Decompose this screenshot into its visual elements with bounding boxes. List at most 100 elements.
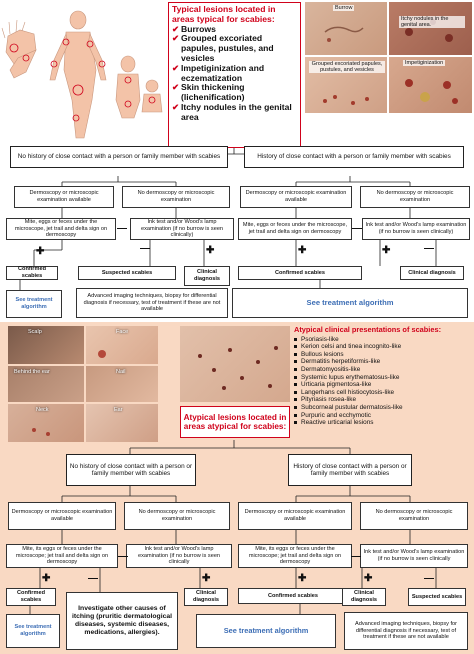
flow2-dermo-text: Dermoscopy or microscopic examination av… <box>11 509 113 522</box>
flow1-mite-text: Mite, eggs or feces under the microscope… <box>14 219 108 239</box>
atypical-lesions-title: Atypical lesions located in areas atypic… <box>183 412 287 431</box>
photo-label-nodules: Itchy nodules in the genital area. <box>399 16 465 29</box>
minus-sign: — <box>88 573 98 584</box>
flow2-no-history-box: No history of close contact with a perso… <box>66 454 196 486</box>
flow2-investigate: Investigate other causes of itching (pru… <box>66 592 178 650</box>
flow1-mite-left: Mite, eggs or feces under the microscope… <box>6 218 116 240</box>
flow1-no-history-text: No history of close contact with a perso… <box>17 153 221 161</box>
presentation-item: Pityriasis rosea-like <box>294 396 468 404</box>
flow2-clinical-left: Clinical diagnosis <box>184 588 228 606</box>
flow1-see-treatment-left[interactable]: See treatment algorithm <box>6 290 62 318</box>
minus-sign: — <box>424 243 434 254</box>
flow2-mite-right: Mite, its eggs or feces under the micros… <box>238 544 352 568</box>
photo-genital-nodules: Itchy nodules in the genital area. <box>389 2 472 55</box>
flow2-dermo-text: Dermoscopy or microscopic examination av… <box>244 509 346 522</box>
flow2-no-dermo-right: No dermoscopy or microscopic examination <box>360 502 468 530</box>
minus-sign: — <box>352 223 362 234</box>
minus-sign: — <box>117 223 127 234</box>
photo-face: Face <box>86 326 158 364</box>
flow1-no-dermo-left: No dermoscopy or microscopic examination <box>122 186 230 208</box>
flow2-no-dermo-text: No dermoscopy or microscopic examination <box>375 509 453 522</box>
plus-sign: ✚ <box>42 573 51 584</box>
plus-sign: ✚ <box>202 573 211 584</box>
flow2-history-text: History of close contact with a person o… <box>293 462 407 477</box>
plus-sign: ✚ <box>364 573 373 584</box>
presentation-item: Subcorneal pustular dermatosis-like <box>294 404 468 412</box>
photo-burrow: Burrow <box>305 2 387 55</box>
flow2-confirmed-text: Confirmed scabies <box>17 590 45 603</box>
flow2-no-dermo-left: No dermoscopy or microscopic examination <box>124 502 230 530</box>
flow1-clinical-text: Clinical diagnosis <box>408 269 456 276</box>
plus-sign: ✚ <box>36 246 45 257</box>
flow1-confirmed-right: Confirmed scabies <box>238 266 362 280</box>
minus-sign: — <box>118 551 128 562</box>
atypical-presentations-title: Atypical clinical presentations of scabi… <box>294 325 442 334</box>
photo-impetiginization: Impetiginization <box>389 57 472 113</box>
flow2-clinical-right: Clinical diagnosis <box>342 588 386 606</box>
photo-label-papules: Grouped excoriated papules, pustules, an… <box>309 61 385 74</box>
photo-label-ear: Ear <box>114 407 123 413</box>
flow2-mite-text: Mite, its eggs or feces under the micros… <box>15 546 109 566</box>
flow2-ink-left: Ink test and/or Wood's lamp examination … <box>126 544 232 568</box>
photo-nail: Nail <box>86 366 158 402</box>
plus-sign: ✚ <box>298 245 307 256</box>
flow2-see-treatment-link[interactable]: See treatment algorithm <box>14 624 52 637</box>
flow2-advanced-text: Advanced imaging techniques, biopsy for … <box>355 621 457 641</box>
flow2-suspected: Suspected scabies <box>408 588 466 606</box>
photo-ear: Ear <box>86 404 158 442</box>
flow1-suspected-text: Suspected scabies <box>101 269 153 276</box>
presentation-item: Psoriasis-like <box>294 336 468 344</box>
typical-item: Skin thickening (lichenification) <box>172 83 297 103</box>
presentation-item: Reactive urticarial lesions <box>294 419 468 427</box>
flow1-dermo-available-right: Dermoscopy or microscopic examination av… <box>240 186 352 208</box>
atypical-presentations-list: Psoriasis-like Kerion celsi and tinea in… <box>294 336 468 427</box>
minus-sign: — <box>351 551 361 562</box>
flow1-clinical-right: Clinical diagnosis <box>400 266 464 280</box>
photo-behind-ear: Behind the ear <box>8 366 84 402</box>
flow1-history-box: History of close contact with a person o… <box>244 146 464 168</box>
atypical-lesions-box: Atypical lesions located in areas atypic… <box>180 406 290 438</box>
flow1-dermo-text: Dermoscopy or microscopic examination av… <box>245 190 347 203</box>
flow2-history-box: History of close contact with a person o… <box>288 454 412 486</box>
flow2-no-history-text: No history of close contact with a perso… <box>69 462 193 477</box>
flow1-no-history-box: No history of close contact with a perso… <box>10 146 228 168</box>
photo-label-burrow: Burrow <box>333 5 355 11</box>
flow2-dermo-available-right: Dermoscopy or microscopic examination av… <box>238 502 352 530</box>
flow1-ink-text: Ink test and/or Wood's lamp examination … <box>140 219 224 239</box>
flow2-advanced-imaging: Advanced imaging techniques, biopsy for … <box>344 612 468 650</box>
atypical-presentations-box: Atypical clinical presentations of scabi… <box>294 325 468 442</box>
flow2-confirmed-right: Confirmed scabies <box>238 588 348 604</box>
flow1-mite-right: Mite, eggs or feces under the microscope… <box>238 218 352 240</box>
typical-lesions-title: Typical lesions located in areas typical… <box>172 4 276 24</box>
flow2-clinical-text: Clinical diagnosis <box>350 590 378 603</box>
flow1-mite-text: Mite, eggs or feces under the microscope… <box>242 222 348 235</box>
typical-lesions-list: Burrows Grouped excoriated papules, pust… <box>172 24 297 123</box>
photo-grouped-papules: Grouped excoriated papules, pustules, an… <box>305 57 387 113</box>
flow2-confirmed-text: Confirmed scabies <box>267 592 319 599</box>
flow2-ink-right: Ink test and/or Wood's lamp examination … <box>360 544 468 568</box>
flow1-advanced-text: Advanced imaging techniques, biopsy for … <box>83 293 221 313</box>
photo-label-neck: Neck <box>36 407 49 413</box>
presentation-item: Bullous lesions <box>294 351 468 359</box>
photo-neck: Neck <box>8 404 84 442</box>
flow2-see-treatment-left[interactable]: See treatment algorithm <box>6 614 60 648</box>
typical-item: Grouped excoriated papules, pustules, an… <box>172 33 297 63</box>
photo-atypical-body <box>180 326 290 402</box>
presentation-item: Systemic lupus erythematosus-like <box>294 374 468 382</box>
flow2-confirmed-left: Confirmed scabies <box>6 588 56 606</box>
body-distribution-figure <box>1 10 163 139</box>
photo-label-behind-ear: Behind the ear <box>14 369 50 375</box>
flow1-see-treatment-link[interactable]: See treatment algorithm <box>15 297 53 310</box>
flow2-see-treatment-right[interactable]: See treatment algorithm <box>196 614 336 648</box>
flow1-see-treatment-right[interactable]: See treatment algorithm <box>232 288 468 318</box>
flow2-see-treatment-link[interactable]: See treatment algorithm <box>223 625 309 635</box>
flow1-history-text: History of close contact with a person o… <box>257 153 451 161</box>
flow2-mite-left: Mite, its eggs or feces under the micros… <box>6 544 118 568</box>
flow1-ink-right: Ink test and/or Wood's lamp examination … <box>362 218 470 240</box>
plus-sign: — <box>140 243 150 254</box>
photo-label-impetiginization: Impetiginization <box>403 60 446 66</box>
flow2-investigate-text: Investigate other causes of itching (pru… <box>71 605 173 636</box>
flow1-see-treatment-link[interactable]: See treatment algorithm <box>306 297 394 307</box>
typical-item: Impetiginization and eczematization <box>172 63 297 84</box>
presentation-item: Dermatitis herpetiformis-like <box>294 358 468 366</box>
